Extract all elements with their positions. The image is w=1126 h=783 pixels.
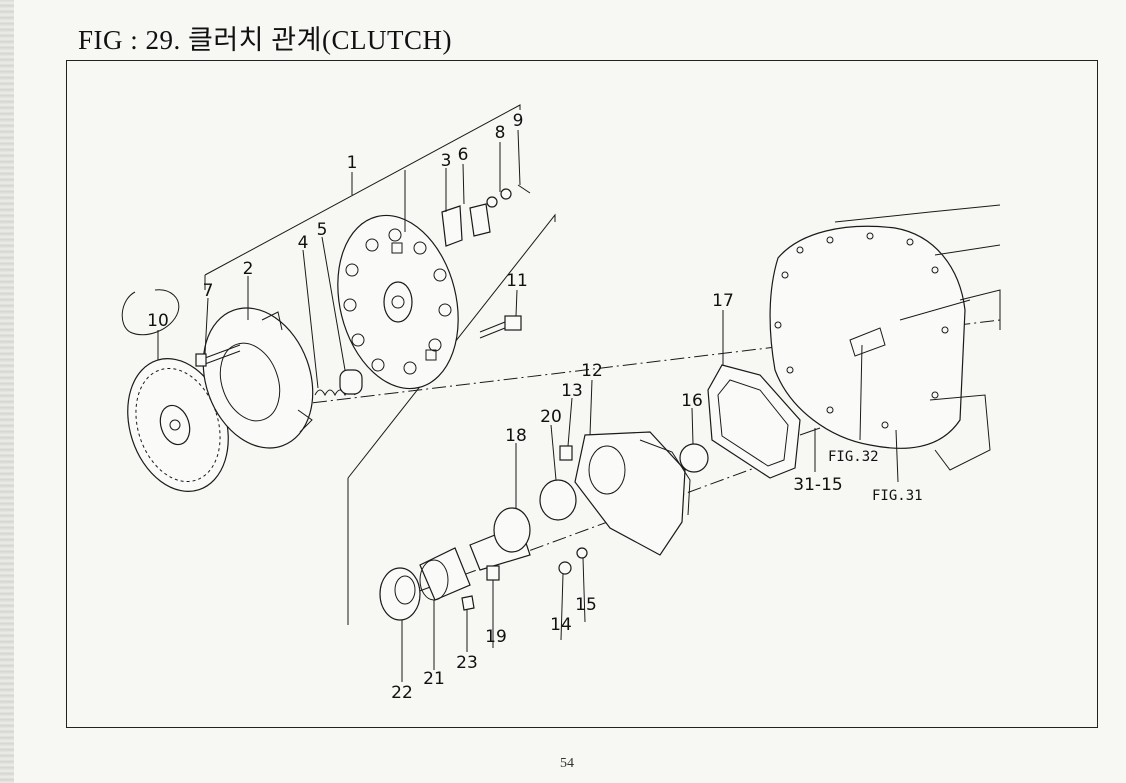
bearing-hub-part [419, 547, 471, 601]
leader-lines [157, 129, 899, 682]
bolt-13-part [559, 445, 573, 461]
diagram-frame [66, 60, 1098, 728]
release-lever-part [441, 184, 531, 247]
o-ring-20-part [539, 479, 577, 521]
callout-15: 15 [575, 595, 597, 615]
release-shaft-part [469, 507, 531, 571]
gasket-part [707, 364, 801, 479]
washer-15-part [576, 547, 588, 559]
callout-18: 18 [505, 426, 527, 446]
nut-14-part [558, 561, 572, 575]
bolt-7-part [195, 344, 241, 367]
callout-17: 17 [712, 291, 734, 311]
lower-axis [394, 454, 791, 601]
clip-23-part [461, 595, 475, 611]
pressure-plate-part [202, 307, 314, 449]
ref-fig-31: FIG.31 [872, 488, 923, 504]
callout-6: 6 [458, 145, 469, 165]
bolt-11-part [479, 315, 522, 339]
callout-2: 2 [243, 259, 254, 279]
bracket-top [204, 104, 521, 276]
transmission-case-part [769, 204, 1001, 471]
hand-circle-mark [121, 289, 180, 336]
callout-5: 5 [317, 220, 328, 240]
callout-16: 16 [681, 391, 703, 411]
callout-8: 8 [495, 123, 506, 143]
ref-fig-32: FIG.32 [828, 449, 879, 465]
callout-14: 14 [550, 615, 572, 635]
bolt-19-part [486, 565, 500, 581]
callout-13: 13 [561, 381, 583, 401]
callout-10: 10 [147, 311, 169, 331]
release-bearing-part [379, 567, 421, 621]
callout-19: 19 [485, 627, 507, 647]
page-title: FIG : 29. 클러치 관계(CLUTCH) [78, 25, 452, 55]
callout-21: 21 [423, 669, 445, 689]
callout-7: 7 [203, 281, 214, 301]
spring-sleeve-part [314, 369, 363, 397]
callout-31-15: 31-15 [793, 475, 842, 495]
scan-edge [0, 0, 14, 783]
callout-20: 20 [540, 407, 562, 427]
callout-1: 1 [347, 153, 358, 173]
callout-4: 4 [298, 233, 309, 253]
stud-31-15-part [799, 427, 821, 436]
callout-9: 9 [513, 111, 524, 131]
callout-12: 12 [581, 361, 603, 381]
clutch-disc-part [127, 358, 229, 492]
callout-23: 23 [456, 653, 478, 673]
callout-3: 3 [441, 151, 452, 171]
callout-11: 11 [506, 271, 528, 291]
callout-labels: 1 2 3 4 5 6 7 8 9 10 11 12 13 14 15 16 1… [147, 111, 843, 703]
o-ring-16-part [679, 443, 709, 473]
flywheel-part [337, 214, 459, 390]
callout-22: 22 [391, 683, 413, 703]
page-number: 54 [560, 756, 574, 771]
clutch-housing-part [574, 431, 691, 556]
